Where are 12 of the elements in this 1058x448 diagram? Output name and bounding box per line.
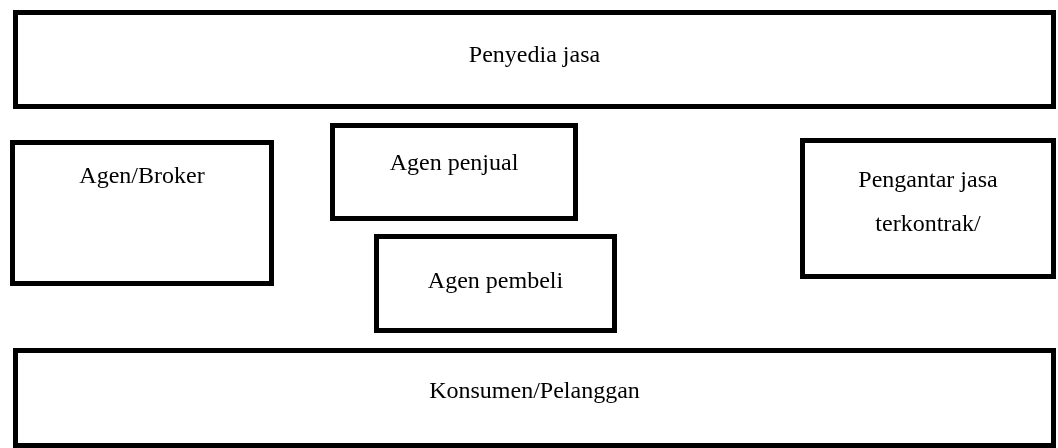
text-box xyxy=(10,140,274,286)
box-label: Agen penjual xyxy=(389,148,519,177)
box-label: Konsumen/Pelanggan xyxy=(429,376,640,405)
box-label: Agen pembeli xyxy=(427,266,564,295)
text-box xyxy=(374,234,617,333)
box-label: Pengantar jasa terkontrak/ xyxy=(857,165,999,238)
box-label: Penyedia jasa xyxy=(468,40,601,69)
text-box xyxy=(13,10,1056,109)
text-box xyxy=(800,138,1056,279)
box-label: Agen/Broker xyxy=(79,161,205,190)
text-box xyxy=(330,123,578,221)
text-box xyxy=(13,348,1056,448)
